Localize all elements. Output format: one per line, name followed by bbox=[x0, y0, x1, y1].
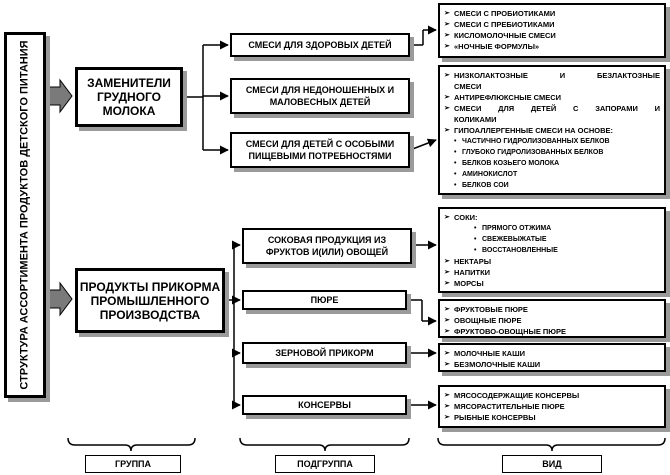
group-label: ПРОДУКТЫ ПРИКОРМА ПРОМЫШЛЕННОГО ПРОИЗВОД… bbox=[79, 279, 221, 322]
footer-subgroup-label: ПОДГРУППА bbox=[275, 455, 375, 473]
root-title-box: СТРУКТУРА АССОРТИМЕНТА ПРОДУКТОВ ДЕТСКОГ… bbox=[4, 32, 46, 398]
type-subitem: БЕЛКОВ КОЗЬЕГО МОЛОКА bbox=[444, 158, 660, 169]
subgroup-canned: КОНСЕРВЫ bbox=[242, 395, 407, 415]
type-item: ОВОЩНЫЕ ПЮРЕ bbox=[444, 315, 660, 326]
subgroup-healthy: СМЕСИ ДЛЯ ЗДОРОВЫХ ДЕТЕЙ bbox=[230, 33, 410, 57]
type-item: НИЗКОЛАКТОЗНЫЕ И БЕЗЛАКТОЗНЫЕ bbox=[444, 70, 660, 81]
group-complementary-foods: ПРОДУКТЫ ПРИКОРМА ПРОМЫШЛЕННОГО ПРОИЗВОД… bbox=[75, 268, 225, 333]
type-item: БЕЗМОЛОЧНЫЕ КАШИ bbox=[444, 359, 660, 370]
subgroup-puree: ПЮРЕ bbox=[242, 290, 407, 310]
subgroup-juices: СОКОВАЯ ПРОДУКЦИЯ ИЗ ФРУКТОВ И(ИЛИ) ОВОЩ… bbox=[242, 228, 412, 264]
type-item: АНТИРЕФЛЮКСНЫЕ СМЕСИ bbox=[444, 92, 660, 103]
root-title: СТРУКТУРА АССОРТИМЕНТА ПРОДУКТОВ ДЕТСКОГ… bbox=[18, 40, 31, 390]
footer-group-label: ГРУППА bbox=[85, 455, 181, 473]
type-item: КОЛИКАМИ bbox=[454, 115, 497, 124]
footer-group-text: ГРУППА bbox=[114, 459, 152, 469]
root-to-group2-arrow bbox=[46, 281, 73, 317]
footer-braces bbox=[67, 437, 666, 452]
type-item: НАПИТКИ bbox=[444, 267, 660, 278]
type-subitem: СВЕЖЕВЫЖАТЫЕ bbox=[444, 234, 660, 245]
type-subitem: ГЛУБОКО ГИДРОЛИЗОВАННЫХ БЕЛКОВ bbox=[444, 147, 660, 158]
group-label: ЗАМЕНИТЕЛИ ГРУДНОГО МОЛОКА bbox=[87, 76, 171, 118]
types-puree: ФРУКТОВЫЕ ПЮРЕ ОВОЩНЫЕ ПЮРЕ ФРУКТОВО-ОВО… bbox=[438, 299, 666, 338]
type-item: МЯСОСОДЕРЖАЩИЕ КОНСЕРВЫ bbox=[444, 390, 660, 401]
footer-subgroup-text: ПОДГРУППА bbox=[297, 459, 353, 469]
type-subitem: ЧАСТИЧНО ГИДРОЛИЗОВАННЫХ БЕЛКОВ bbox=[444, 136, 660, 147]
type-item: СМЕСИ С ПРОБИОТИКАМИ bbox=[444, 8, 660, 19]
subgroup-special-needs: СМЕСИ ДЛЯ ДЕТЕЙ С ОСОБЫМИ ПИЩЕВЫМИ ПОТРЕ… bbox=[230, 132, 410, 168]
subgroup-label: ЗЕРНОВОЙ ПРИКОРМ bbox=[275, 348, 374, 358]
type-item: СМЕСИ С ПРЕБИОТИКАМИ bbox=[444, 19, 660, 30]
subgroup-label: СОКОВАЯ ПРОДУКЦИЯ ИЗ ФРУКТОВ И(ИЛИ) ОВОЩ… bbox=[265, 235, 389, 257]
subgroup-label: ПЮРЕ bbox=[310, 295, 339, 305]
type-item: ГИПОАЛЛЕРГЕННЫЕ СМЕСИ НА ОСНОВЕ: bbox=[444, 125, 660, 136]
subgroup-label: СМЕСИ ДЛЯ НЕДОНОШЕННЫХ И МАЛОВЕСНЫХ ДЕТЕ… bbox=[245, 85, 395, 107]
footer-type-label: ВИД bbox=[502, 455, 602, 473]
types-cereal: МОЛОЧНЫЕ КАШИ БЕЗМОЛОЧНЫЕ КАШИ bbox=[438, 343, 666, 372]
type-subitem: АМИНОКИСЛОТ bbox=[444, 169, 660, 180]
type-item: СМЕСИ bbox=[454, 82, 482, 91]
types-special-needs: НИЗКОЛАКТОЗНЫЕ И БЕЗЛАКТОЗНЫЕ СМЕСИ АНТИ… bbox=[438, 65, 666, 195]
subgroup-label: КОНСЕРВЫ bbox=[298, 400, 351, 410]
type-item: ФРУКТОВО-ОВОЩНЫЕ ПЮРЕ bbox=[444, 326, 660, 337]
subgroup-label: СМЕСИ ДЛЯ ДЕТЕЙ С ОСОБЫМИ ПИЩЕВЫМИ ПОТРЕ… bbox=[245, 139, 395, 161]
type-item: СОКИ: bbox=[444, 212, 660, 223]
footer-type-text: ВИД bbox=[542, 459, 562, 469]
type-item: МЯСОРАСТИТЕЛЬНЫЕ ПЮРЕ bbox=[444, 401, 660, 412]
type-subitem: ПРЯМОГО ОТЖИМА bbox=[444, 223, 660, 234]
types-canned: МЯСОСОДЕРЖАЩИЕ КОНСЕРВЫ МЯСОРАСТИТЕЛЬНЫЕ… bbox=[438, 385, 666, 428]
type-item: НЕКТАРЫ bbox=[444, 256, 660, 267]
root-to-group1-arrow bbox=[46, 78, 73, 114]
group-breast-milk-substitutes: ЗАМЕНИТЕЛИ ГРУДНОГО МОЛОКА bbox=[75, 67, 183, 127]
subgroup-cereal: ЗЕРНОВОЙ ПРИКОРМ bbox=[242, 342, 407, 364]
type-item: КИСЛОМОЛОЧНЫЕ СМЕСИ bbox=[444, 30, 660, 41]
type-subitem: БЕЛКОВ СОИ bbox=[444, 180, 660, 191]
type-item: МОЛОЧНЫЕ КАШИ bbox=[444, 348, 660, 359]
type-item: «НОЧНЫЕ ФОРМУЛЫ» bbox=[444, 41, 660, 52]
subgroup-label: СМЕСИ ДЛЯ ЗДОРОВЫХ ДЕТЕЙ bbox=[248, 40, 392, 50]
types-juices: СОКИ: ПРЯМОГО ОТЖИМА СВЕЖЕВЫЖАТЫЕ ВОССТА… bbox=[438, 207, 666, 293]
type-item: МОРСЫ bbox=[444, 278, 660, 289]
subgroup-premature: СМЕСИ ДЛЯ НЕДОНОШЕННЫХ И МАЛОВЕСНЫХ ДЕТЕ… bbox=[230, 78, 410, 114]
type-item: РЫБНЫЕ КОНСЕРВЫ bbox=[444, 412, 660, 423]
type-subitem: ВОССТАНОВЛЕННЫЕ bbox=[444, 245, 660, 256]
types-healthy: СМЕСИ С ПРОБИОТИКАМИ СМЕСИ С ПРЕБИОТИКАМ… bbox=[438, 3, 666, 58]
type-item: ФРУКТОВЫЕ ПЮРЕ bbox=[444, 304, 660, 315]
type-item: СМЕСИ ДЛЯ ДЕТЕЙ С ЗАПОРАМИ И bbox=[444, 103, 660, 114]
